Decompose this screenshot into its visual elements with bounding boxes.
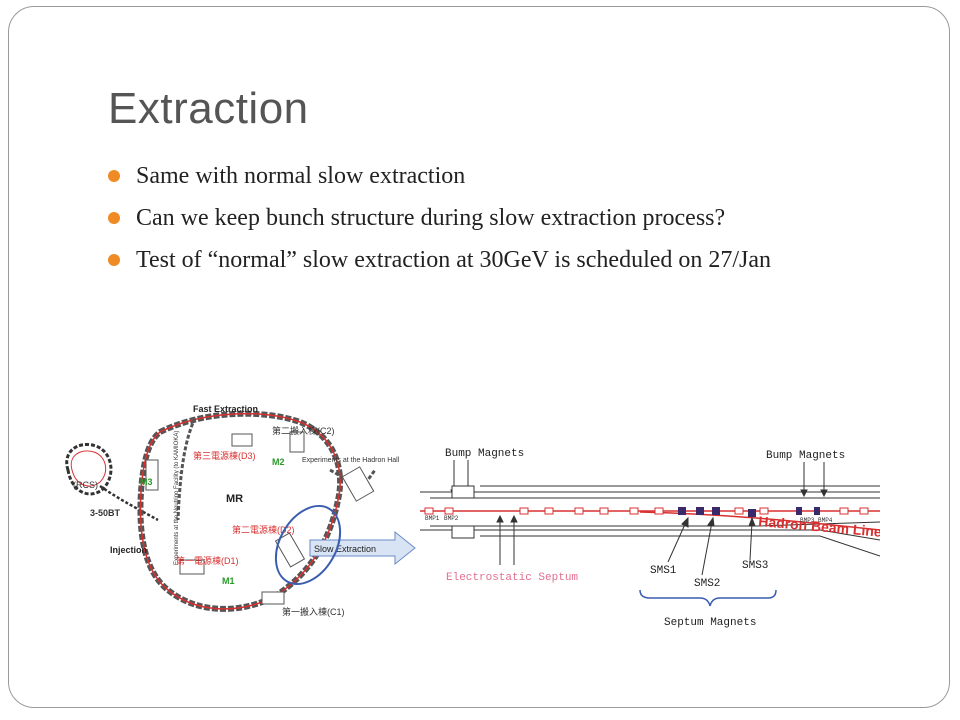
bt-line <box>99 484 159 522</box>
bump-arrows <box>450 460 828 498</box>
d2-label: 第二電源棟(D2) <box>232 524 295 535</box>
bullet-item: Same with normal slow extraction <box>108 160 771 202</box>
c2-label: 第二搬入棟(C2) <box>272 425 335 436</box>
slide-title: Extraction <box>108 84 309 133</box>
d3-label: 第三電源棟(D3) <box>193 450 256 461</box>
main-ring <box>137 410 344 612</box>
building-m3 <box>145 459 159 491</box>
bullet-dot-icon <box>108 254 120 266</box>
c1-label: 第一搬入棟(C1) <box>282 606 345 617</box>
rcs-label: (RCS) <box>73 480 98 490</box>
hadron-hall-label: Experiments at the Hadron Hall <box>302 457 400 464</box>
building-hadron <box>341 466 375 502</box>
bullet-text: Test of “normal” slow extraction at 30Ge… <box>136 247 772 273</box>
slide-frame <box>8 6 950 708</box>
bump-magnets-left-label: Bump Magnets <box>445 448 524 460</box>
bullet-item: Can we keep bunch structure during slow … <box>108 202 771 244</box>
sms-arrows <box>667 516 756 576</box>
beamline-diagram: Bump Magnets Bump Magnets BMP1 BMP2 BMP3 <box>420 448 880 629</box>
beam-pipe <box>420 485 880 557</box>
building-c1 <box>261 591 285 605</box>
sms1-label: SMS1 <box>650 565 677 577</box>
sms2-label: SMS2 <box>694 578 720 590</box>
bmp2-label: BMP2 <box>444 515 459 522</box>
mr-label: MR <box>226 493 243 505</box>
magnet-blocks <box>424 507 869 515</box>
bmp34-label: BMP3 BMP4 <box>800 517 833 524</box>
m3-label: M3 <box>140 477 153 487</box>
injection-label: Injection <box>110 545 147 555</box>
bullet-dot-icon <box>108 170 120 182</box>
bullet-list: Same with normal slow extraction Can we … <box>108 160 771 286</box>
neutrino-line <box>176 417 197 521</box>
es-arrows <box>496 514 518 565</box>
m2-label: M2 <box>272 457 285 467</box>
septum-brace <box>639 589 777 607</box>
bullet-text: Can we keep bunch structure during slow … <box>136 205 726 231</box>
bullet-item: Test of “normal” slow extraction at 30Ge… <box>108 244 771 286</box>
d1-label: 第一電源棟(D1) <box>176 555 239 566</box>
bullet-text: Same with normal slow extraction <box>136 163 466 189</box>
septum-magnets-label: Septum Magnets <box>664 617 756 629</box>
bt-label: 3-50BT <box>90 508 121 518</box>
electrostatic-septum-label: Electrostatic Septum <box>446 572 578 584</box>
bullet-dot-icon <box>108 212 120 224</box>
slow-extraction-label: Slow Extraction <box>314 544 376 554</box>
building-d2 <box>274 532 306 568</box>
building-c2 <box>289 431 305 453</box>
slow-extraction-arrow <box>309 530 416 566</box>
building-d3 <box>231 433 253 447</box>
rcs-ring <box>65 443 113 496</box>
extracted-beam <box>639 511 880 531</box>
bump-magnets-right-label: Bump Magnets <box>766 450 845 462</box>
m1-label: M1 <box>222 576 235 586</box>
ring-diagram: (RCS) 3-50BT Fast Extraction 第二搬入棟(C2) 第… <box>65 404 416 617</box>
bmp1-label: BMP1 <box>425 515 440 522</box>
sms3-label: SMS3 <box>742 560 768 572</box>
neutrino-label: Experiments at the Neutrino Facility (to… <box>174 431 180 565</box>
septum-blocks <box>678 507 820 517</box>
building-d1 <box>179 559 205 575</box>
slow-extraction-highlight <box>274 505 342 585</box>
fast-extraction-label: Fast Extraction <box>193 404 258 414</box>
